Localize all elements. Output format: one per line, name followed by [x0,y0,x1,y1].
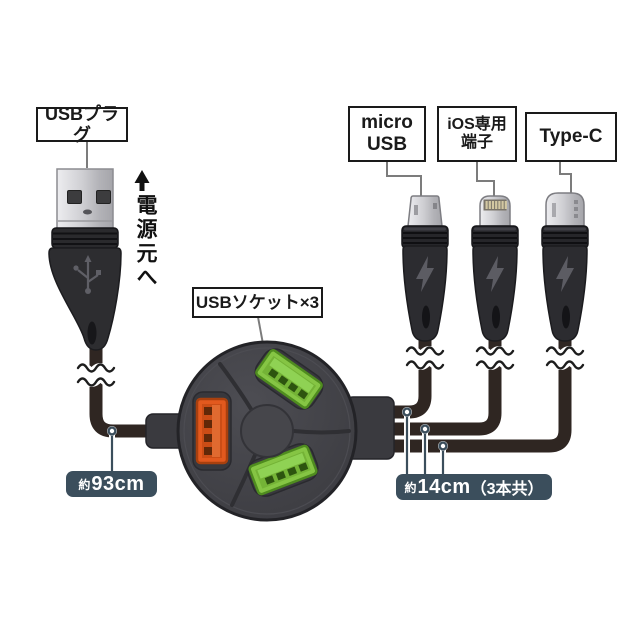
hub-center-cap [240,404,294,458]
lightning-connector [471,195,519,342]
usb-trident-icon [73,255,101,294]
measurement-branch-prefix: 約 [404,480,417,495]
callout-leader-lines [86,142,572,345]
up-arrow-icon [134,170,150,191]
callout-usb-socket-text: USBソケット×3 [195,292,320,312]
measurement-main-prefix: 約 [78,477,91,492]
hub-grooves [218,362,351,507]
callout-type-c-text: Type-C [539,126,603,148]
callout-usb-plug: USBプラグ [36,103,128,145]
usb-socket-orange [192,391,232,471]
plug-strain-slot [87,321,97,345]
power-direction-label: 電源元へ [134,194,157,290]
measurement-main-value: 93cm [91,472,145,495]
callout-ios: iOS専用 端子 [437,106,517,162]
callout-type-c: Type-C [525,112,617,162]
usb-hub [145,340,395,522]
callout-micro-usb: micro USB [348,106,426,162]
measurement-branch-note: （3本共） [470,481,544,498]
plug-body [48,247,122,351]
measurement-branch-value: 14cm [417,475,471,498]
callout-usb-plug-text: USBプラグ [44,103,119,145]
measurement-badge-branch-cables: 約 14cm （3本共） [396,474,552,500]
callout-micro-usb-line1: micro [361,112,413,134]
callout-micro-usb-line2: USB [366,134,408,155]
usb-a-plug [48,168,122,351]
branch-cable-ios [373,333,502,436]
measurement-dots [107,407,448,451]
measurement-leaders [107,407,448,478]
micro-usb-connector [401,195,449,342]
type-c-connector [541,192,589,342]
branch-cable-typec [373,333,572,453]
cable-break-marks [69,346,592,387]
callout-ios-line1: iOS専用 [447,115,507,133]
measurement-badge-main-cable: 約 93cm [66,471,157,497]
callout-ios-line2: 端子 [460,134,493,151]
callout-usb-socket: USBソケット×3 [192,287,323,318]
